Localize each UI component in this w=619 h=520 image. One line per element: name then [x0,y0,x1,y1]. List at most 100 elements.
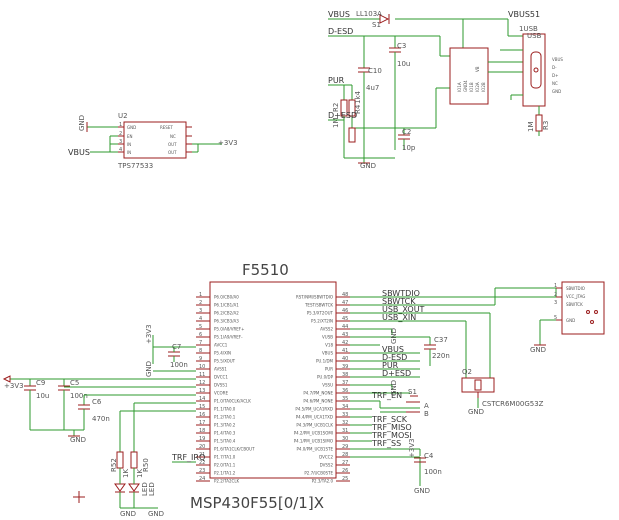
mcu-right-pin-label: P5.3/XT2OUT [307,311,334,316]
svg-text:5: 5 [554,315,557,321]
mcu-right-pin-number: 48 [342,292,348,298]
c3-label: C3 [397,42,406,50]
mcu-right-pin-label: VSSU [322,383,333,388]
mcu-right-pin-label: P4.0/PM_UCB1STE [296,447,333,452]
reg-gnd-label: GND [78,115,86,131]
svg-text:NC: NC [552,81,558,86]
mcu-right-pin-label: P4.2/PM_UCB1SOMI [294,431,333,436]
mcu-left-pin-number: 4 [199,316,202,322]
mcu-part: MSP430F55[0/1]X [190,494,324,512]
mcu-gnd-avss2: GND [390,328,398,344]
mcu-right-pin-number: 38 [342,372,348,378]
usb-gnd-label: GND [360,162,376,170]
resistor-r50 [130,451,138,469]
mcu-left-pin-label: P5.0/A8/VREF+ [214,327,244,332]
d-plus-esd-net: D+ESD [328,111,357,120]
mcu-left-pin-number: 23 [199,468,205,474]
esd-protection-ic: IO1A GND4 IO1B VB IO2A IO2B [449,47,489,105]
mcu-left-pin-number: 16 [199,412,205,418]
mcu-left-pin-label: P6.0/CB0/A0 [214,295,239,300]
mcu-left-pin-number: 22 [199,460,205,466]
mcu-right-pin-label: P2.3/TA2.0 [312,479,334,484]
u2-ref: U2 [118,112,128,120]
net-usb-xout: USB_XOUT [382,305,425,314]
reg-vbus-net: VBUS [68,148,90,157]
net-trf-miso: TRF_MISO [371,423,412,432]
mcu-right-pins: 48RST/NMI/SBWTDIO47TEST/SBWTCK46P5.3/XT2… [294,292,350,484]
mcu-right-pin-label: P5.2/XT2IN [311,319,333,324]
mcu-left-pin-label: P1.0/TA0CLK/ACLK [214,399,251,404]
q2-label: Q2 [462,368,472,376]
mcu-left-pin-label: P6.3/CB3/A3 [214,319,239,324]
c37-label: C37 [434,336,448,344]
c37-value: 220n [432,352,450,360]
mcu-left-pin-label: P2.0/TA1.1 [214,463,236,468]
mcu-right-pin-number: 25 [342,476,348,482]
r3-label: R3 [542,121,550,130]
mcu-left-pin-label: P5.5/XOUT [214,359,236,364]
mcu-left-pin-number: 6 [199,332,202,338]
mcu-right-pin-label: VUSB [322,335,333,340]
mcu-right-pin-number: 30 [342,436,348,442]
mcu-left-pin-number: 18 [199,428,205,434]
s1-a: A [424,402,429,410]
mcu-right-pin-label: P4.1/PM_UCB1SIMO [294,439,333,444]
c4-label: C4 [424,452,434,460]
svg-text:D+: D+ [552,73,558,78]
mcu-left-pin-label: DVSS1 [214,383,228,388]
mcu-right-pin-number: 41 [342,348,348,354]
mcu-left-pin-number: 19 [199,436,205,442]
mcu-right-pin-number: 47 [342,300,348,306]
mcu-right-pin-number: 37 [342,380,348,386]
mcu-gnd-jtag: GND [530,346,546,354]
mcu-left-pin-number: 8 [199,348,202,354]
mcu-left-pin-label: P5.1/A9/VREF- [214,335,243,340]
mcu-left-pin-number: 17 [199,420,205,426]
mcu-right-pin-label: P4.7/PM_NONE [303,391,333,396]
mcu-right-pin-number: 39 [342,364,348,370]
mcu-left-pin-number: 12 [199,380,205,386]
r4-value: 1k4 [354,90,362,104]
net-vbus: VBUS [382,345,404,354]
svg-text:4: 4 [119,147,122,153]
mcu-right-pin-label: VBUS [322,351,333,356]
mcu-left-pin-number: 14 [199,396,205,402]
mcu-left-pin-number: 21 [199,452,205,458]
capacitor-c37 [424,344,436,350]
mcu-right-pin-label: PUR [325,367,333,372]
mcu-left-pin-number: 9 [199,356,202,362]
net-trf-ss: TRF_SS [371,439,401,448]
svg-text:2: 2 [119,131,122,137]
mcu-3v3-a: +3V3 [145,324,153,344]
mcu-right-pin-number: 27 [342,460,348,466]
mcu-gnd-avss: GND [145,361,153,377]
svg-text:GND4: GND4 [463,80,468,92]
mcu-right-pin-number: 32 [342,420,348,426]
schottky-diode-d1 [379,14,390,24]
led-green [128,483,140,493]
svg-text:SBWTDIO: SBWTDIO [566,286,585,291]
resistor-r3-left [348,127,356,143]
resonator-q2 [461,377,495,398]
mcu-right-pin-label: V18 [325,343,333,348]
pur-net: PUR [328,76,345,85]
switch-s1[interactable] [406,395,420,413]
mcu-3v3-b: +3V3 [408,438,416,458]
r50-value: 1K [136,469,144,478]
net-sbwtck: SBWTCK [382,297,416,306]
mcu-right-pin-number: 43 [342,332,348,338]
c9-value: 10u [36,392,49,400]
mcu-right-pin-number: 35 [342,396,348,402]
c6-value: 470n [92,415,110,423]
net-usb-xin: USB_XIN [382,313,416,322]
net-trf-mosi: TRF_MOSI [371,431,412,440]
svg-text:OUT: OUT [168,142,177,147]
mcu-left-pin-number: 3 [199,308,202,314]
mcu-left-pin-label: P1.3/TA0.2 [214,423,236,428]
svg-text:D-: D- [552,65,557,70]
mcu-right-pin-label: DVSS2 [320,463,334,468]
net-trf-irq: TRF_IRQ [171,453,205,462]
c6-label: C6 [92,398,102,406]
led-red [114,483,126,493]
mcu-right-pin-number: 29 [342,444,348,450]
